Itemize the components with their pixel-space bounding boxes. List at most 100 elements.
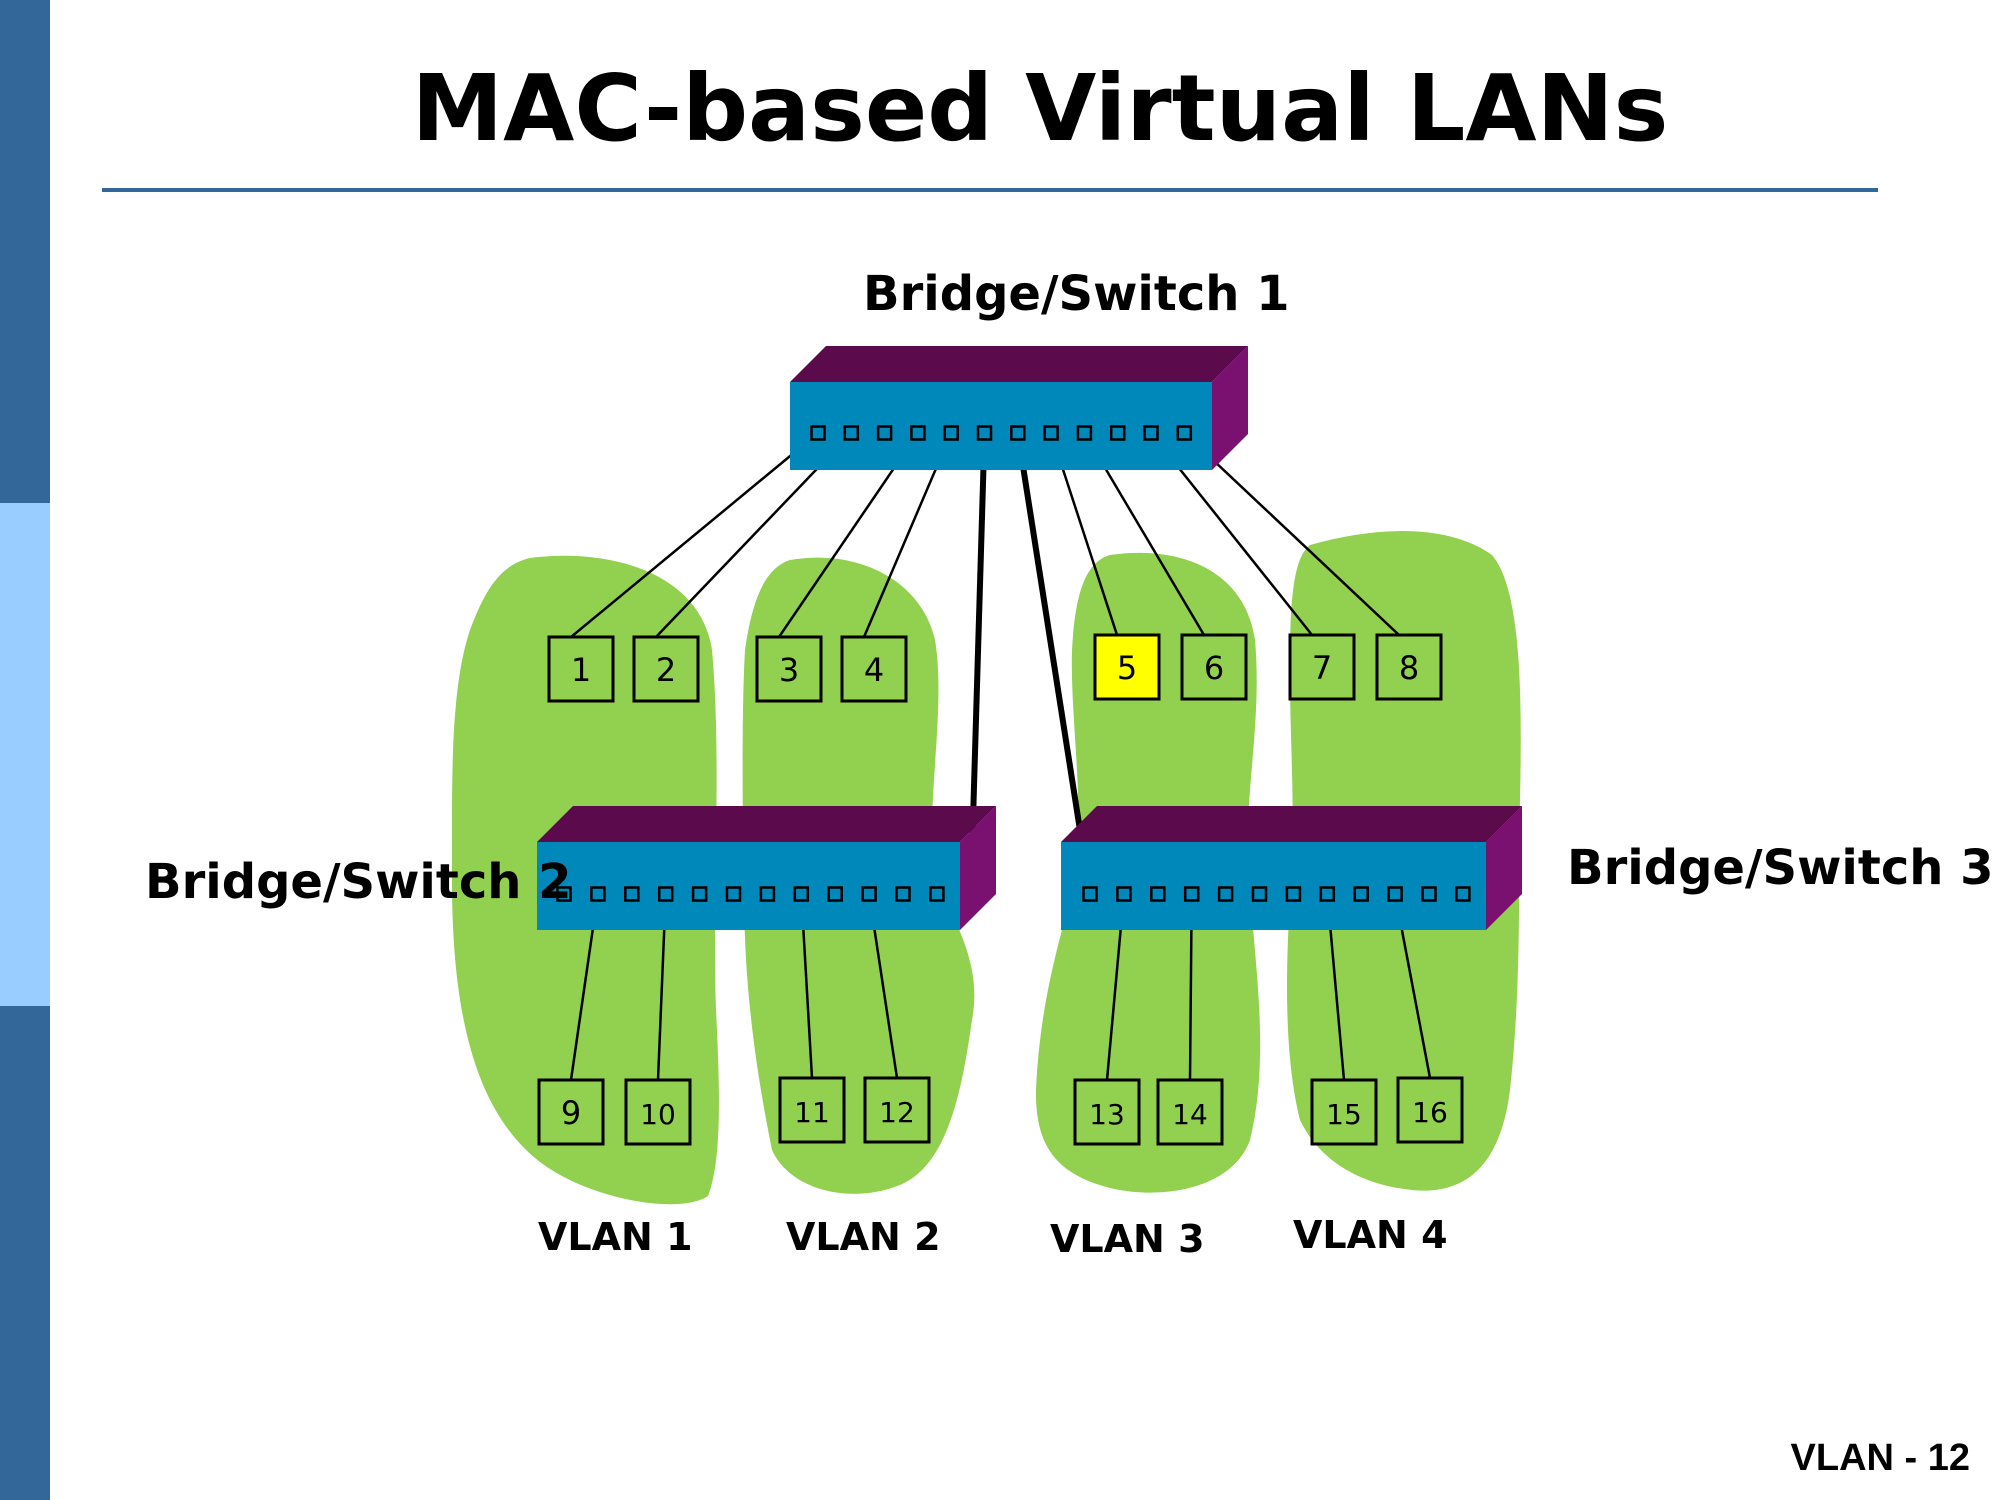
- switch-port: [1319, 886, 1336, 902]
- switch-front-face: [790, 382, 1212, 470]
- host-15: 15: [1310, 1078, 1378, 1146]
- switch-port: [1043, 425, 1059, 441]
- host-label: 6: [1204, 649, 1224, 687]
- switch-port: [876, 425, 893, 441]
- host-box: [1288, 633, 1356, 701]
- side-accent-bar-middle: [0, 503, 50, 1006]
- switch-port: [1217, 886, 1234, 902]
- vlan-3-label: VLAN 3: [1050, 1217, 1205, 1261]
- host-box: [1396, 1076, 1464, 1144]
- switch-port: [759, 886, 776, 902]
- host-11: 11: [778, 1076, 846, 1144]
- host-12: 12: [863, 1076, 931, 1144]
- vlan-1-label: VLAN 1: [538, 1215, 693, 1259]
- slide-footer: VLAN - 12: [1790, 1437, 1970, 1479]
- host-box: [547, 635, 615, 703]
- switch-port: [1082, 886, 1098, 902]
- switch-port: [590, 886, 606, 902]
- host-box: [537, 1078, 605, 1146]
- host-label: 1: [571, 651, 591, 689]
- switch-port: [1076, 425, 1093, 441]
- switch-top-face: [537, 806, 996, 842]
- switch-port: [1109, 425, 1126, 441]
- switch-port: [1387, 886, 1403, 902]
- switch-port: [976, 425, 993, 441]
- switch-port: [657, 886, 674, 902]
- switch-label-s3: Bridge/Switch 3: [1567, 840, 1994, 896]
- host-8: 8: [1375, 633, 1443, 701]
- host-box: [863, 1076, 931, 1144]
- host-label: 9: [561, 1094, 581, 1132]
- switch-port: [843, 425, 860, 441]
- host-1: 1: [547, 635, 615, 703]
- host-box: [1180, 633, 1248, 701]
- switch-label-s1: Bridge/Switch 1: [863, 266, 1290, 322]
- switch-port: [1251, 886, 1268, 902]
- switch-port: [810, 425, 826, 441]
- slide-title: MAC-based Virtual LANs: [411, 55, 1669, 162]
- host-label: 15: [1326, 1098, 1362, 1131]
- switch-front-face: [537, 842, 960, 930]
- host-box: [778, 1076, 846, 1144]
- host-label: 4: [864, 651, 884, 689]
- host-label: 2: [656, 651, 676, 689]
- host-7: 7: [1288, 633, 1356, 701]
- host-13: 13: [1073, 1078, 1141, 1146]
- vlan-2-label: VLAN 2: [786, 1215, 941, 1259]
- switch-port: [1455, 886, 1471, 902]
- switch-port: [943, 425, 959, 441]
- host-box: [1310, 1078, 1378, 1146]
- host-2: 2: [632, 635, 700, 703]
- switch-side-face: [1486, 806, 1522, 930]
- switch-top-face: [1061, 806, 1522, 842]
- switch-port: [624, 886, 640, 902]
- switch-port: [1116, 886, 1132, 902]
- switch-port: [691, 886, 708, 902]
- host-box: [1093, 633, 1161, 701]
- host-label: 14: [1172, 1098, 1208, 1131]
- switch-port: [861, 886, 877, 902]
- switch-port: [1183, 886, 1200, 902]
- host-box: [1156, 1078, 1224, 1146]
- host-box: [632, 635, 700, 703]
- host-label: 10: [640, 1098, 676, 1131]
- switch-side-face: [960, 806, 996, 930]
- host-box: [1073, 1078, 1141, 1146]
- title-rule: [102, 188, 1878, 192]
- switch-port: [910, 425, 926, 441]
- host-label: 7: [1312, 649, 1332, 687]
- switch-side-face: [1212, 346, 1248, 470]
- link-host-8: [1183, 432, 1400, 636]
- switch-port: [895, 886, 911, 902]
- switch-port: [1176, 425, 1193, 441]
- trunk-link-2: [1014, 432, 1093, 895]
- switch-port: [793, 886, 810, 902]
- host-3: 3: [755, 635, 823, 703]
- host-9: 9: [537, 1078, 605, 1146]
- host-label: 3: [779, 651, 799, 689]
- host-6: 6: [1180, 633, 1248, 701]
- switch-port: [827, 886, 843, 902]
- host-box: [1375, 633, 1443, 701]
- side-accent-bar-bottom: [0, 1006, 50, 1500]
- side-accent-bar-top: [0, 0, 50, 503]
- host-box: [840, 635, 908, 703]
- host-label: 13: [1089, 1098, 1125, 1131]
- host-label: 8: [1399, 649, 1419, 687]
- host-label: 16: [1412, 1096, 1448, 1129]
- switch-port: [725, 886, 742, 902]
- host-5: 5: [1093, 633, 1161, 701]
- switch-port: [1150, 886, 1166, 902]
- switch-top-face: [790, 346, 1248, 382]
- host-label: 11: [794, 1096, 830, 1129]
- switch-front-face: [1061, 842, 1486, 930]
- host-10: 10: [624, 1078, 692, 1146]
- switch-s2: [537, 806, 996, 930]
- host-4: 4: [840, 635, 908, 703]
- host-box: [755, 635, 823, 703]
- host-box: [624, 1078, 692, 1146]
- switch-port: [1285, 886, 1302, 902]
- host-label: 12: [879, 1096, 915, 1129]
- link-host-1: [570, 432, 819, 638]
